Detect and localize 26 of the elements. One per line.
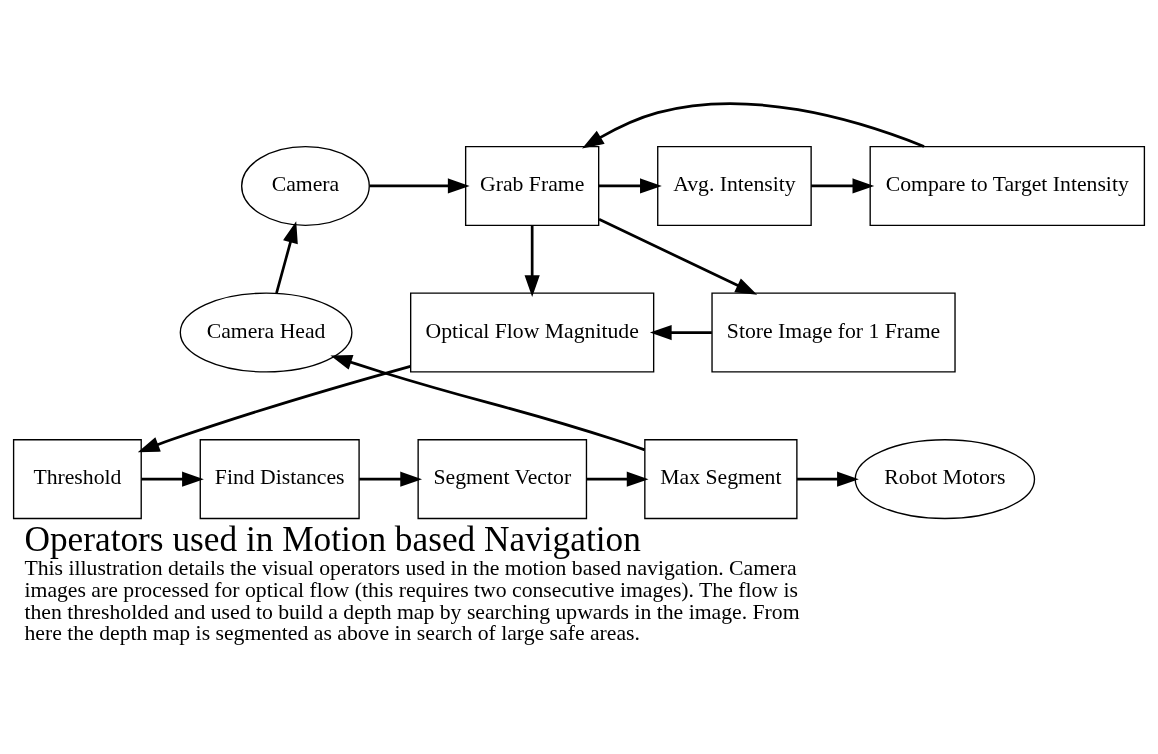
diagram-title: Operators used in Motion based Navigation — [24, 519, 641, 559]
arrow — [649, 324, 712, 340]
arrow — [586, 471, 649, 487]
node-box: Threshold — [12, 438, 142, 519]
arrow — [359, 471, 423, 487]
arrow — [582, 101, 925, 148]
arrow — [598, 217, 758, 295]
node-box: Segment Vector — [417, 438, 588, 519]
arrow — [137, 364, 411, 452]
arrow — [598, 177, 662, 194]
node-ellipse: Camera — [241, 145, 370, 226]
arrow — [330, 354, 646, 451]
arrow — [275, 220, 298, 293]
arrow — [811, 177, 875, 194]
arrow — [369, 177, 470, 194]
node-box: Find Distances — [199, 438, 360, 519]
node-box: Avg. Intensity — [657, 145, 812, 226]
node-box: Grab Frame — [464, 145, 600, 226]
arrow — [796, 471, 859, 487]
node-box: Store Image for 1 Frame — [711, 292, 956, 373]
node-box: Max Segment — [644, 438, 798, 519]
node-box: Optical Flow Magnitude — [410, 292, 655, 373]
node-box: Compare to Target Intensity — [869, 145, 1146, 226]
arrow — [141, 471, 204, 487]
arrow — [524, 225, 540, 297]
node-ellipse: Robot Motors — [854, 438, 1036, 519]
